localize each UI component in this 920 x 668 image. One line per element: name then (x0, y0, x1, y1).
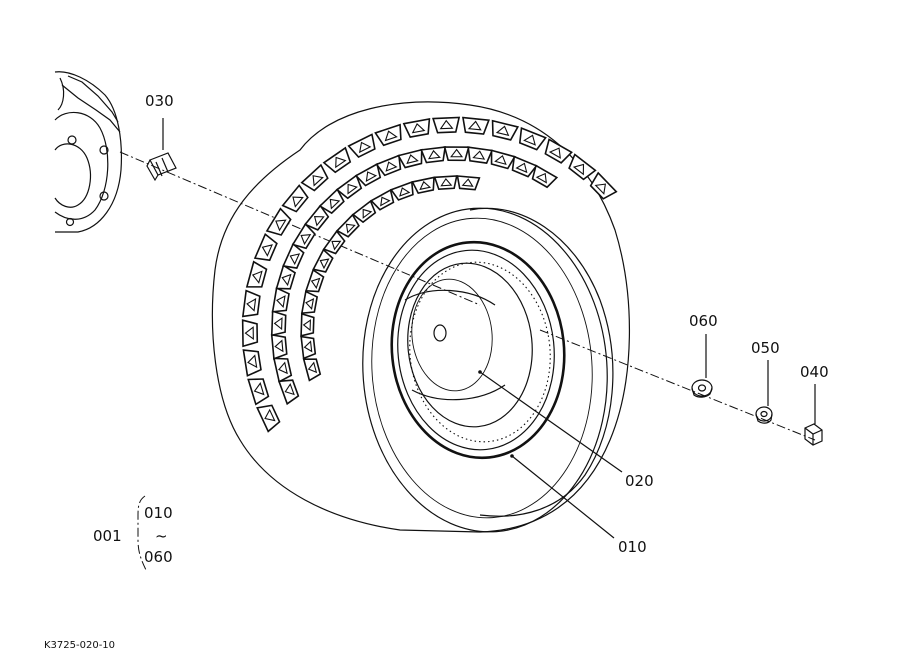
tread-lug (491, 119, 520, 141)
plain-washer (691, 334, 713, 398)
tread-lug (389, 180, 414, 201)
tire (211, 101, 631, 533)
tread-lug (242, 349, 262, 377)
tread-lug (281, 184, 309, 213)
label-range-start: 010 (144, 504, 173, 522)
tread-lug (347, 133, 376, 159)
tread-lug (443, 146, 470, 162)
tread-lug (300, 163, 329, 192)
tread-lug (433, 175, 458, 191)
wheel-rim (390, 240, 566, 460)
tread-lug (511, 155, 538, 178)
tread-lug (411, 176, 435, 195)
tread-lug (589, 171, 618, 200)
tread-lug (247, 378, 270, 406)
tread-lug (253, 232, 278, 262)
tread-lug (282, 242, 305, 269)
tread-lug (456, 175, 481, 191)
tread-lug (518, 127, 547, 151)
label-040: 040 (800, 363, 829, 381)
tread-lug (270, 333, 288, 360)
tread-lug (462, 116, 490, 135)
tread-lug (271, 286, 290, 313)
tread-lug (304, 268, 325, 293)
label-range-separator: ~ (155, 527, 168, 545)
tread-lug (322, 229, 346, 255)
tread-lug (277, 379, 300, 406)
set-bracket (137, 495, 148, 573)
label-030: 030 (145, 92, 174, 110)
label-range-end: 060 (144, 548, 173, 566)
tread-lug (275, 264, 296, 290)
tread-lug (300, 290, 319, 315)
tread-lug (303, 204, 330, 231)
tread-lug (245, 260, 268, 288)
label-050: 050 (751, 339, 780, 357)
tread-lug (402, 118, 431, 138)
tread-lug (490, 149, 516, 170)
label-set-001: 001 (93, 527, 122, 545)
label-020: 020 (625, 472, 654, 490)
tread-lug (374, 123, 402, 147)
tread-lug (432, 116, 461, 134)
tread-lug (291, 222, 316, 250)
tread-lug (318, 188, 345, 215)
tread-lug (241, 289, 261, 318)
stud-bolt (146, 118, 177, 182)
leader-020 (479, 371, 623, 473)
tread-lug (467, 146, 494, 164)
tread-lug (312, 248, 334, 273)
tread-lug (241, 319, 259, 348)
tread-lug (270, 310, 287, 337)
tread-lug (397, 148, 423, 169)
tread-lug (351, 199, 377, 224)
tread-lug (375, 154, 402, 177)
tread-lug (322, 146, 352, 174)
tread-lug (300, 335, 317, 360)
tread-lug (531, 164, 559, 189)
tread-lug (335, 174, 363, 200)
tread-lug (544, 138, 573, 164)
hex-nut (804, 384, 823, 446)
tread-lug (568, 153, 597, 181)
tread-lug (354, 162, 382, 187)
tread-pattern (241, 116, 618, 433)
tread-lug (300, 312, 315, 337)
drawing-reference: K3725-020-10 (44, 640, 115, 651)
tread-lug (272, 357, 293, 383)
tread-lug (335, 213, 360, 238)
tread-lug (256, 404, 281, 433)
axis-line-left (119, 151, 481, 306)
leader-010 (511, 455, 615, 539)
tread-lug (369, 188, 395, 211)
tread-lug (420, 146, 447, 164)
hub-flange (54, 71, 123, 233)
tread-lug (265, 207, 292, 236)
spring-washer (755, 360, 773, 424)
tread-lug (302, 358, 322, 382)
label-060: 060 (689, 312, 718, 330)
label-010: 010 (618, 538, 647, 556)
